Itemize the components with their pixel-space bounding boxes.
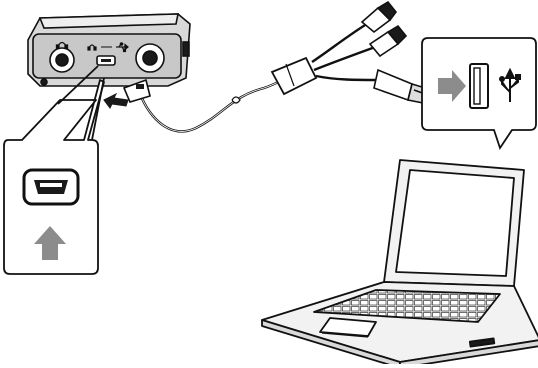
laptop-screen (395, 169, 515, 277)
y-splitter (270, 56, 318, 96)
side-button (182, 41, 190, 57)
av-usb-cable (122, 0, 433, 133)
callout-pointer-right (91, 77, 105, 141)
mini-usb-port-slot (101, 59, 111, 62)
headphone-icon (87, 44, 97, 51)
arrow-right-icon (103, 92, 129, 109)
device-foot-left (40, 78, 48, 86)
mini-usb-plug-tip (136, 84, 144, 89)
touchpad-button (321, 332, 369, 338)
headphone-jack (55, 53, 69, 67)
laptop-computer (261, 159, 538, 368)
laptop-keyboard (313, 289, 501, 323)
usb-cable (315, 74, 379, 82)
arrow-up-icon (34, 226, 66, 260)
laptop-base-front-edge (261, 319, 401, 368)
rca-plug-2 (368, 24, 408, 58)
rca-cable-2 (313, 44, 379, 72)
usb-port-callout (421, 37, 537, 151)
laptop-side-slot (468, 337, 496, 348)
cable-twist (231, 96, 241, 104)
arrow-right-icon (438, 70, 466, 102)
usb-trident-icon (116, 42, 129, 53)
device-top-edge (38, 13, 179, 29)
headphone-icon (55, 41, 69, 50)
cable-wire-inner (139, 75, 291, 132)
rca-cable-1 (311, 20, 371, 63)
callout-pointer-left (57, 65, 99, 105)
y-splitter-seam (285, 63, 295, 87)
rca-plug-1 (360, 0, 398, 34)
av-jack (142, 50, 158, 66)
mini-usb-contacts (40, 183, 62, 187)
mini-usb-port-callout (3, 65, 105, 275)
usb-trident-icon (499, 67, 521, 102)
portable-device (27, 13, 191, 87)
usb-a-port-tongue (473, 67, 481, 105)
laptop-touchpad (319, 317, 377, 337)
